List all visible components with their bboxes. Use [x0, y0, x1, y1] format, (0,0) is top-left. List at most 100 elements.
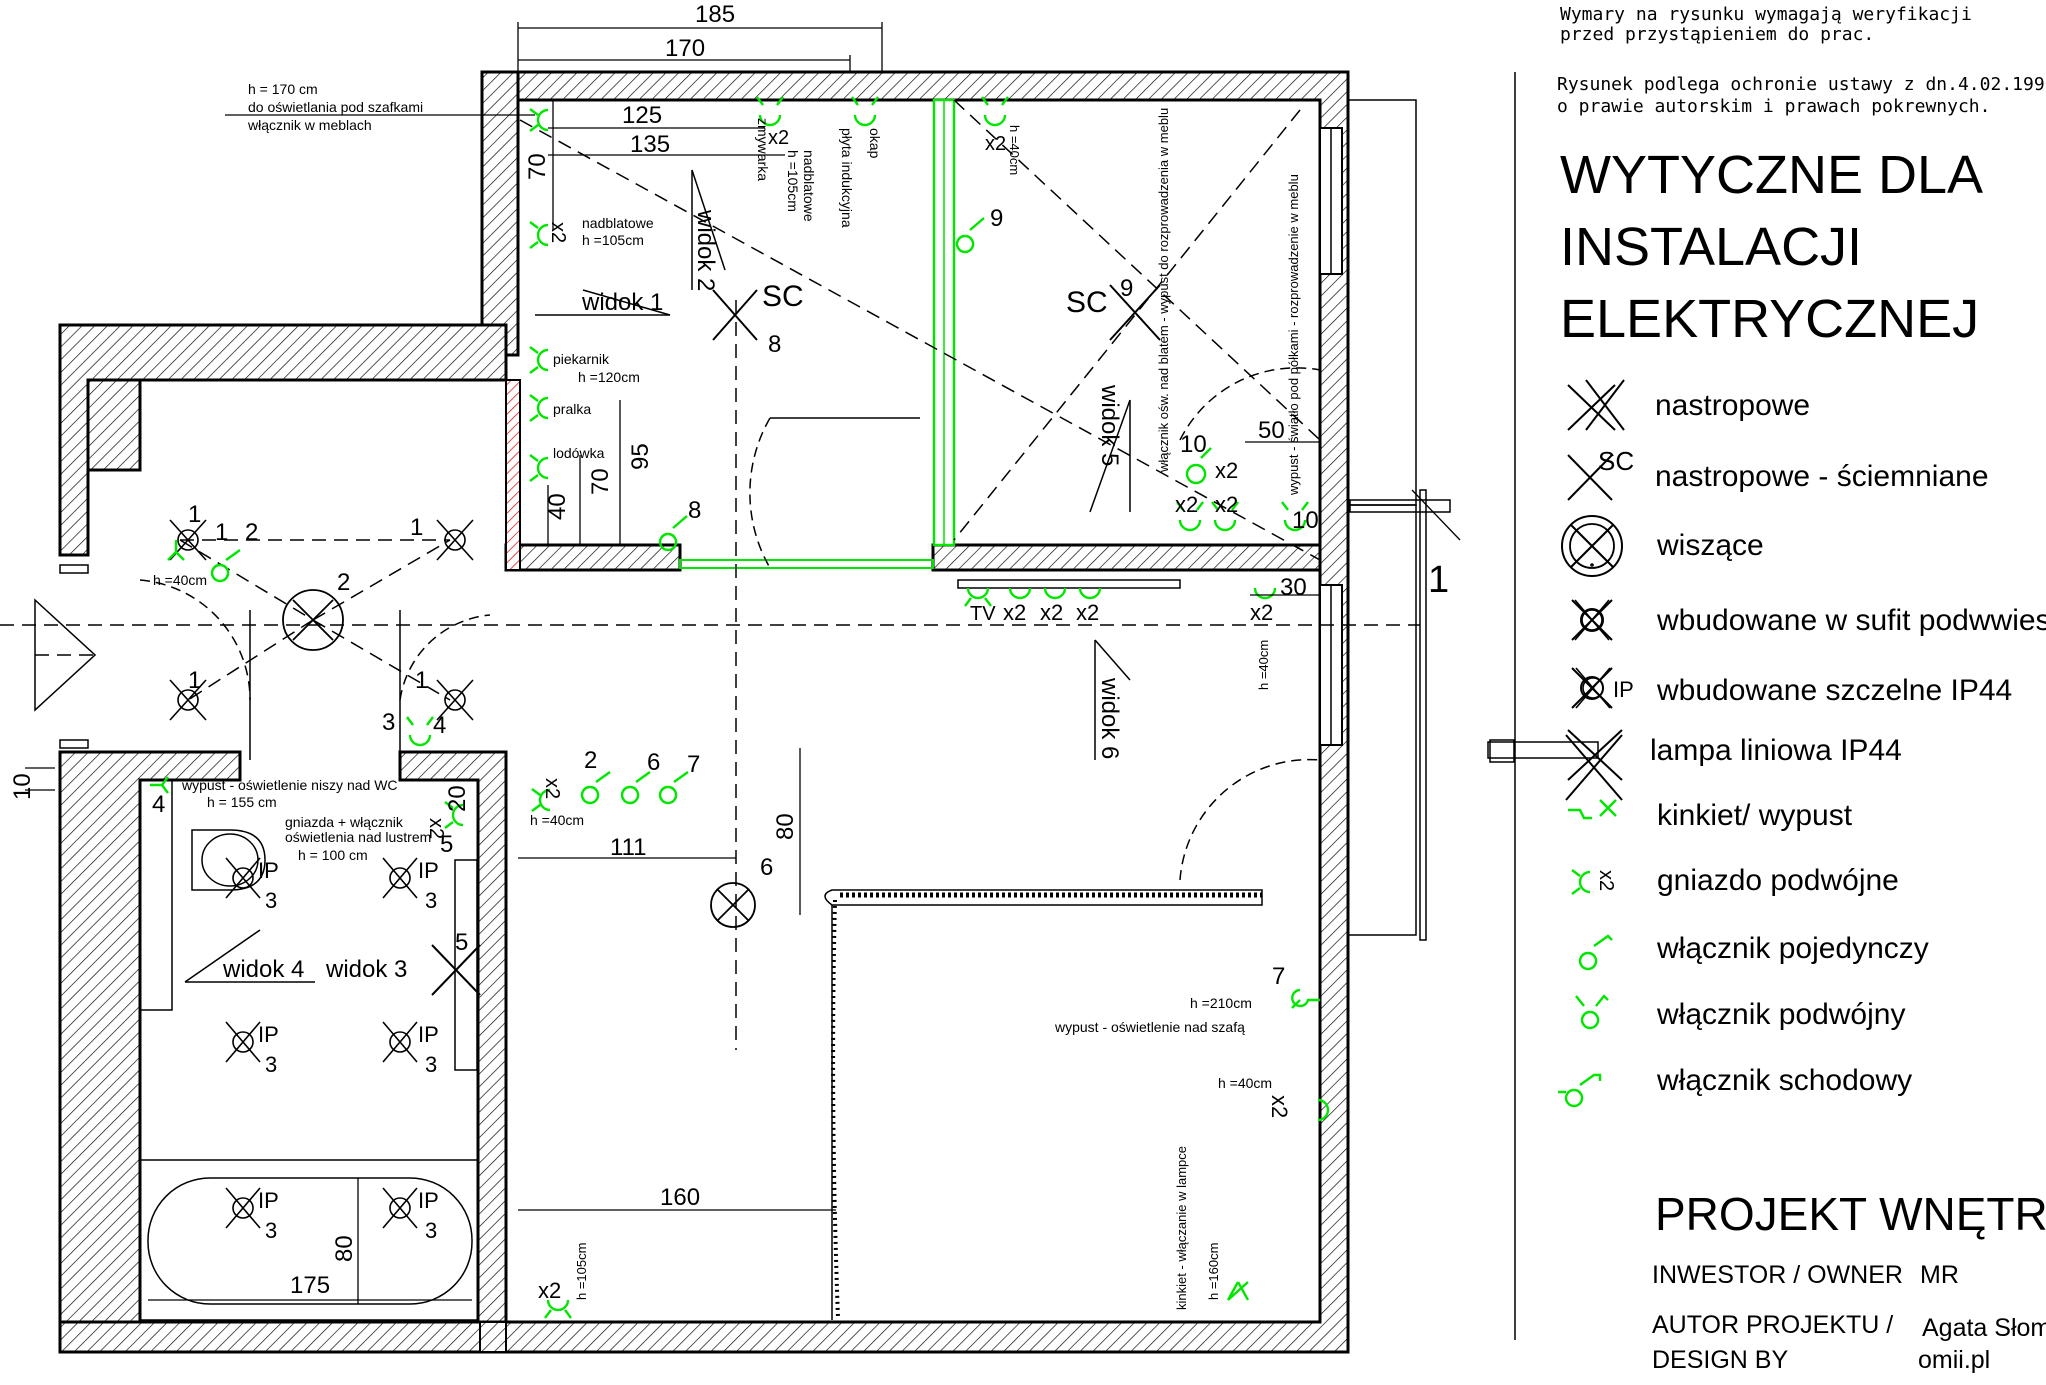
piekarnik-2: h =120cm	[578, 369, 640, 385]
dim-70b: 70	[587, 468, 614, 495]
windows	[1319, 99, 1599, 941]
legend-item-5: wbudowane szczelne IP44	[1656, 674, 2012, 707]
title-line-1: WYTYCZNE DLA	[1560, 145, 1983, 205]
hall-h40: h =40cm	[153, 572, 207, 588]
title-line-2: INSTALACJI	[1560, 217, 1862, 277]
walls	[58, 70, 1350, 1354]
project-heading: PROJEKT WNĘTRZ	[1655, 1188, 2046, 1240]
legend-item-9: włącznik pojedynczy	[1656, 932, 1929, 965]
bath-num-4: 4	[152, 791, 165, 818]
hall-h40b: h =40cm	[530, 812, 584, 828]
bath-x2: x2	[425, 818, 447, 839]
bath-num-5b: 5	[455, 929, 468, 956]
dim-70a: 70	[524, 153, 551, 180]
author-label-1: AUTOR PROJEKTU /	[1652, 1311, 1893, 1339]
hall-num-1c: 1	[410, 514, 423, 541]
bedroom-vertical-note-2: wypust - światło pod półkami - rozprowad…	[1286, 174, 1301, 496]
svg-text:IP: IP	[418, 1188, 439, 1213]
recessed-ip44-light-icon	[1571, 667, 1613, 709]
light-number-8: 8	[768, 331, 781, 358]
note-line-2: przed przystąpieniem do prac.	[1560, 24, 1874, 45]
investor-value: MR	[1920, 1261, 1959, 1289]
view-label-2: widok 2	[692, 209, 719, 291]
ceiling-lights	[169, 284, 1625, 1229]
kinkiet-note: kinkiet - włączanie w lampce	[1174, 1146, 1189, 1310]
right-panel: Wymary na rysunku wymagają weryfikacji p…	[1557, 4, 2046, 1374]
view-label-1: widok 1	[581, 289, 663, 316]
dim-40: 40	[544, 493, 571, 520]
hall-num-6: 6	[647, 749, 660, 776]
hall-x2: x2	[541, 778, 563, 799]
sc-label-bedroom: SC	[1066, 286, 1108, 319]
pendant-light-icon	[1561, 515, 1623, 577]
kitchen-note-3: włącznik w meblach	[247, 117, 372, 133]
lodowka-label: lodówka	[553, 445, 605, 461]
legend-item-10: włącznik podwójny	[1656, 998, 1905, 1031]
legend-item-7: kinkiet/ wypust	[1657, 799, 1853, 832]
tv-label: TV	[970, 603, 996, 625]
wall-light-icon	[1568, 799, 1617, 820]
pendant-number-2: 2	[337, 569, 350, 596]
double-socket-icon	[1571, 869, 1591, 895]
legend-item-11: włącznik schodowy	[1656, 1064, 1912, 1097]
dim-50: 50	[1258, 417, 1285, 444]
ceiling-light-icon	[1567, 384, 1616, 431]
view-label-6: widok 6	[1096, 677, 1123, 759]
living-h40-top: h =40cm	[1256, 640, 1271, 690]
nadblatowe-vertical-1: nadblatowe	[801, 150, 817, 222]
dim-111: 111	[610, 834, 646, 861]
switch-number-9: 9	[990, 205, 1003, 232]
dim-160: 160	[660, 1184, 700, 1211]
legend-item-6: lampa liniowa IP44	[1650, 734, 1902, 767]
pralka-label: pralka	[553, 401, 591, 417]
legend-item-8-sup: x2	[1595, 870, 1617, 891]
bedroom-x2: x2	[985, 133, 1006, 155]
mirror-note-3: h = 100 cm	[298, 847, 368, 863]
hall-num-3: 3	[382, 709, 395, 736]
bath-num-5a: 5	[440, 831, 453, 858]
legend-item-3: wiszące	[1656, 529, 1764, 562]
svg-text:IP: IP	[258, 1188, 279, 1213]
nadblatowe-1: nadblatowe	[582, 215, 654, 231]
tv-x2-a: x2	[1003, 600, 1026, 625]
note-line-4: o prawie autorskim i prawach pokrewnych.	[1557, 96, 1990, 117]
szafa-note: wypust - oświetlenie nad szafą	[1054, 1019, 1245, 1035]
title-line-3: ELEKTRYCZNEJ	[1560, 289, 1979, 349]
linear-lamp-icon	[1567, 729, 1623, 781]
hall-num-1e: 1	[415, 667, 428, 694]
nadblatowe-vertical-2: h =105cm	[785, 150, 801, 212]
hall-num-1b: 1	[215, 519, 228, 546]
dim-185: 185	[695, 1, 735, 28]
mirror-note-1: gniazda + włącznik	[285, 814, 404, 830]
dimension-lines	[25, 22, 1461, 1304]
piekarnik-1: piekarnik	[553, 351, 610, 367]
note-line-1: Wymary na rysunku wymagają weryfikacji	[1560, 4, 1972, 25]
legend-item-2-sup: SC	[1598, 446, 1634, 476]
mirror-note-2: oświetlenia nad lustrem	[285, 829, 431, 845]
view-label-5: widok 5	[1096, 384, 1123, 466]
hall-num-2b: 2	[584, 747, 597, 774]
okap-label: okap	[867, 128, 883, 159]
svg-text:3: 3	[425, 888, 437, 913]
bedroom-x2-a: x2	[1215, 458, 1238, 483]
dim-135: 135	[630, 131, 670, 158]
svg-text:3: 3	[265, 888, 277, 913]
dimmable-ceiling-light-icon	[1567, 454, 1613, 501]
legend-item-5-sup: IP	[1613, 677, 1634, 702]
dim-20: 20	[444, 785, 471, 812]
living-h105: h =105cm	[574, 1243, 589, 1300]
hall-num-2a: 2	[245, 519, 258, 546]
zmywarka-label: zmywarka	[755, 118, 771, 181]
wiring-lines	[179, 99, 1321, 1050]
kitchen-x2-side: x2	[547, 222, 569, 243]
svg-text:3: 3	[265, 1052, 277, 1077]
tv-x2-b: x2	[1040, 600, 1063, 625]
double-switch-icon	[1575, 994, 1609, 1030]
svg-text:3: 3	[265, 1218, 277, 1243]
svg-text:IP: IP	[258, 858, 279, 883]
investor-label: INWESTOR / OWNER	[1652, 1261, 1903, 1289]
bath-ip-labels: IP 3 IP 3 IP 3 IP 3 IP 3 IP 3	[258, 858, 439, 1243]
wc-note-1: wypust - oświetlenie niszy nad WC	[181, 777, 398, 793]
